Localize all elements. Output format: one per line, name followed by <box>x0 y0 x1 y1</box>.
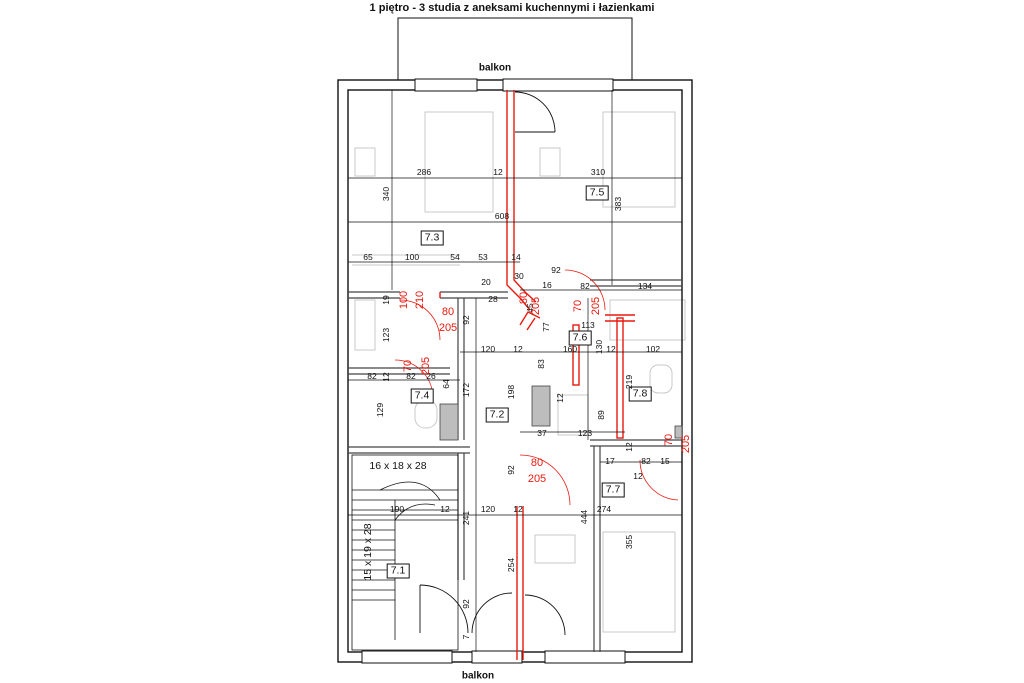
dim-608: 608 <box>494 211 510 221</box>
plan-title: 1 piętro - 3 studia z aneksami kuchennym… <box>369 2 655 14</box>
room-7-2: 7.2 <box>485 407 509 423</box>
dim-65: 65 <box>363 252 373 262</box>
dim-82-b: 82 <box>367 371 377 381</box>
dim-12-e: 12 <box>555 393 565 403</box>
dim-12-b: 12 <box>513 344 523 354</box>
dim-14: 14 <box>511 252 521 262</box>
room-7-5: 7.5 <box>585 185 609 201</box>
shafts <box>439 385 683 441</box>
dim-89: 89 <box>596 410 606 420</box>
dim-7: 7 <box>461 634 471 640</box>
dim-92-c: 92 <box>506 465 516 475</box>
dim-54: 54 <box>450 252 460 262</box>
dim-130: 130 <box>594 339 604 355</box>
door-c-height: 205 <box>420 356 432 376</box>
dim-340: 340 <box>381 186 391 202</box>
balcony-bottom-label: balkon <box>461 670 495 682</box>
dim-77: 77 <box>541 322 551 332</box>
dim-16: 16 <box>542 280 552 290</box>
door-a-height: 210 <box>414 290 426 310</box>
room-7-3: 7.3 <box>420 230 444 246</box>
dim-102: 102 <box>645 344 661 354</box>
dim-12-h: 12 <box>440 504 450 514</box>
door-g-height: 205 <box>680 434 692 454</box>
dim-12-i: 12 <box>513 504 523 514</box>
dim-92-b: 92 <box>461 315 471 325</box>
dim-82-d: 82 <box>641 456 651 466</box>
door-a-width: 100 <box>398 290 410 310</box>
dim-172: 172 <box>461 382 471 398</box>
dim-19: 19 <box>381 295 391 305</box>
dim-82-c: 82 <box>406 371 416 381</box>
stairs-lower-label: 15 x 19 x 28 <box>362 523 374 581</box>
door-e-height: 205 <box>590 296 602 316</box>
dim-286: 286 <box>416 167 432 177</box>
dim-383: 383 <box>613 196 623 212</box>
dim-92: 92 <box>551 265 561 275</box>
dim-129: 129 <box>375 402 385 418</box>
door-d-height: 205 <box>530 296 542 316</box>
dim-64: 64 <box>441 379 451 389</box>
dim-53: 53 <box>478 252 488 262</box>
door-c-width: 70 <box>402 359 414 373</box>
dim-120-b: 120 <box>480 504 496 514</box>
balcony-outline <box>397 17 633 80</box>
dim-190: 190 <box>389 504 405 514</box>
door-e-width: 70 <box>572 299 584 313</box>
dimension-lines <box>348 90 682 652</box>
dim-219: 219 <box>624 374 634 390</box>
dim-20: 20 <box>481 277 491 287</box>
dim-12-d: 12 <box>381 372 391 382</box>
balcony-top-label: balkon <box>478 62 512 74</box>
dim-26: 26 <box>426 371 436 381</box>
dim-123: 123 <box>381 327 391 343</box>
dim-134: 134 <box>637 281 653 291</box>
room-7-6: 7.6 <box>568 330 592 346</box>
dim-254: 254 <box>506 557 516 573</box>
door-b-width: 80 <box>441 306 455 318</box>
dim-274: 274 <box>596 504 612 514</box>
dim-310: 310 <box>590 167 606 177</box>
dim-17: 17 <box>605 456 615 466</box>
door-d-width: 80 <box>518 291 530 305</box>
room-7-1: 7.1 <box>386 563 410 579</box>
dim-30: 30 <box>514 271 524 281</box>
dim-241: 241 <box>461 510 471 526</box>
room-7-4: 7.4 <box>410 388 434 404</box>
dim-123-b: 123 <box>577 428 593 438</box>
dim-444: 444 <box>579 509 589 525</box>
door-b-height: 205 <box>438 322 458 334</box>
dim-12-f: 12 <box>624 442 634 452</box>
door-f-width: 80 <box>530 457 544 469</box>
room-7-7: 7.7 <box>601 482 625 498</box>
dim-113: 113 <box>581 320 595 330</box>
dim-12-c: 12 <box>606 344 616 354</box>
dim-83: 83 <box>536 359 546 369</box>
dim-355: 355 <box>624 534 634 550</box>
dim-37: 37 <box>537 428 547 438</box>
dim-160: 160 <box>562 344 578 354</box>
dim-82: 82 <box>580 281 590 291</box>
dim-198: 198 <box>506 384 516 400</box>
dim-12-g: 12 <box>633 471 643 481</box>
door-swings <box>419 91 566 636</box>
room-7-8: 7.8 <box>628 386 652 402</box>
new-walls <box>439 90 635 660</box>
dim-100: 100 <box>404 252 420 262</box>
door-f-height: 205 <box>527 473 547 485</box>
dim-15: 15 <box>660 456 670 466</box>
door-g-width: 70 <box>663 433 675 447</box>
window-openings <box>361 78 626 664</box>
dim-120: 120 <box>480 344 496 354</box>
dim-12: 12 <box>493 167 503 177</box>
dim-92-d: 92 <box>461 599 471 609</box>
furniture <box>352 111 686 633</box>
stairs-upper-label: 16 x 18 x 28 <box>369 460 427 472</box>
dim-28: 28 <box>488 294 498 304</box>
